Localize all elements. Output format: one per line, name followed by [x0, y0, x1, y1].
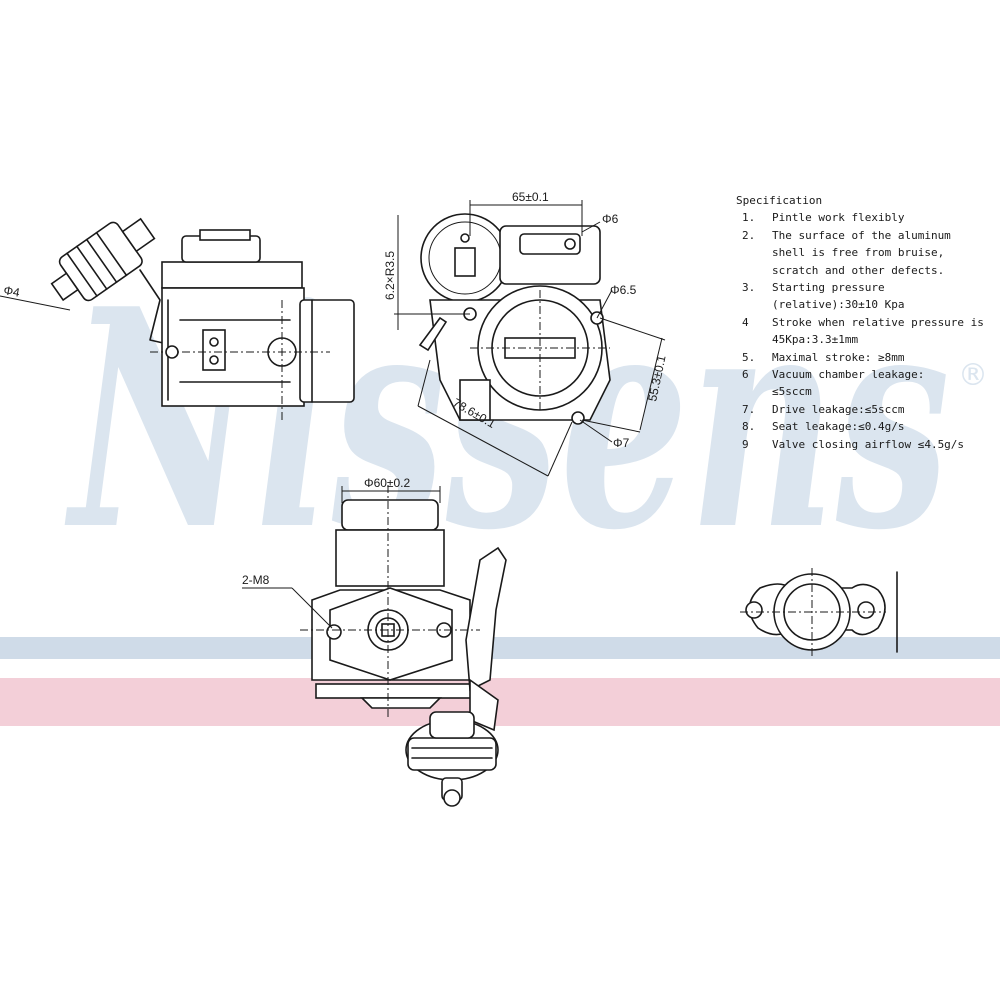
blue-band	[0, 637, 1000, 659]
dim-phi7: Φ7	[613, 436, 630, 450]
dim-phi4: Φ4	[2, 283, 21, 300]
red-band	[0, 678, 1000, 726]
spec-item-text: Valve closing airflow ≤4.5g/s	[772, 437, 965, 451]
spec-item-text: Stroke when relative pressure is 45Kpa:3…	[772, 315, 984, 347]
spec-item-number: 3.	[742, 281, 756, 295]
spec-item-text: Vacuum chamber leakage: ≤5sccm	[772, 368, 925, 399]
dim-width-top: 65±0.1	[512, 190, 549, 204]
spec-item: 6 Vacuum chamber leakage: ≤5sccm	[736, 366, 998, 401]
dim-phi6-5: Φ6.5	[610, 283, 637, 297]
side-view	[50, 217, 355, 420]
spec-item-number: 2.	[742, 228, 756, 242]
spec-item-text: Maximal stroke: ≥8mm	[772, 350, 905, 364]
spec-item: 7. Drive leakage:≤5sccm	[736, 401, 998, 418]
spec-item-number: 6	[742, 368, 749, 382]
spec-item: 3. Starting pressure (relative):30±10 Kpa	[736, 279, 998, 314]
specification-title: Specification	[736, 194, 823, 207]
spec-item: 2. The surface of the aluminum shell is f…	[736, 227, 998, 279]
spec-item: 1. Pintle work flexibly	[736, 209, 998, 226]
spec-item-number: 9	[742, 437, 749, 451]
registered-mark: ®	[958, 358, 988, 393]
spec-item-number: 5.	[742, 350, 756, 364]
spec-item-number: 7.	[742, 402, 756, 416]
flange-view	[418, 213, 611, 425]
spec-item-number: 1.	[742, 211, 756, 225]
spec-item: 5. Maximal stroke: ≥8mm	[736, 349, 998, 366]
spec-item-text: Drive leakage:≤5sccm	[772, 402, 905, 416]
front-view	[300, 485, 507, 807]
spec-item: 9 Valve closing airflow ≤4.5g/s	[736, 436, 998, 453]
spec-item-text: Starting pressure (relative):30±10 Kpa	[772, 281, 905, 312]
specification-list: Specification 1. Pintle work flexibly 2. T…	[736, 192, 998, 453]
dim-phi60: Φ60±0.2	[364, 476, 411, 490]
spec-item-text: The surface of the aluminum shell is fre…	[772, 228, 951, 277]
specification-items: 1. Pintle work flexibly 2. The surface of …	[736, 209, 998, 453]
spec-item: 4 Stroke when relative pressure is 45Kpa:…	[736, 314, 998, 349]
spec-item: 8. Seat leakage:≤0.4g/s	[736, 418, 998, 435]
gasket-view	[740, 568, 898, 656]
dim-thread: 2-M8	[242, 573, 270, 587]
dim-vertical-left: 6.2×R3.5	[383, 251, 397, 300]
spec-item-number: 4	[742, 315, 749, 329]
dim-phi6: Φ6	[602, 212, 619, 226]
spec-item-text: Pintle work flexibly	[772, 211, 905, 225]
spec-item-text: Seat leakage:≤0.4g/s	[772, 420, 905, 434]
spec-item-number: 8.	[742, 420, 756, 434]
